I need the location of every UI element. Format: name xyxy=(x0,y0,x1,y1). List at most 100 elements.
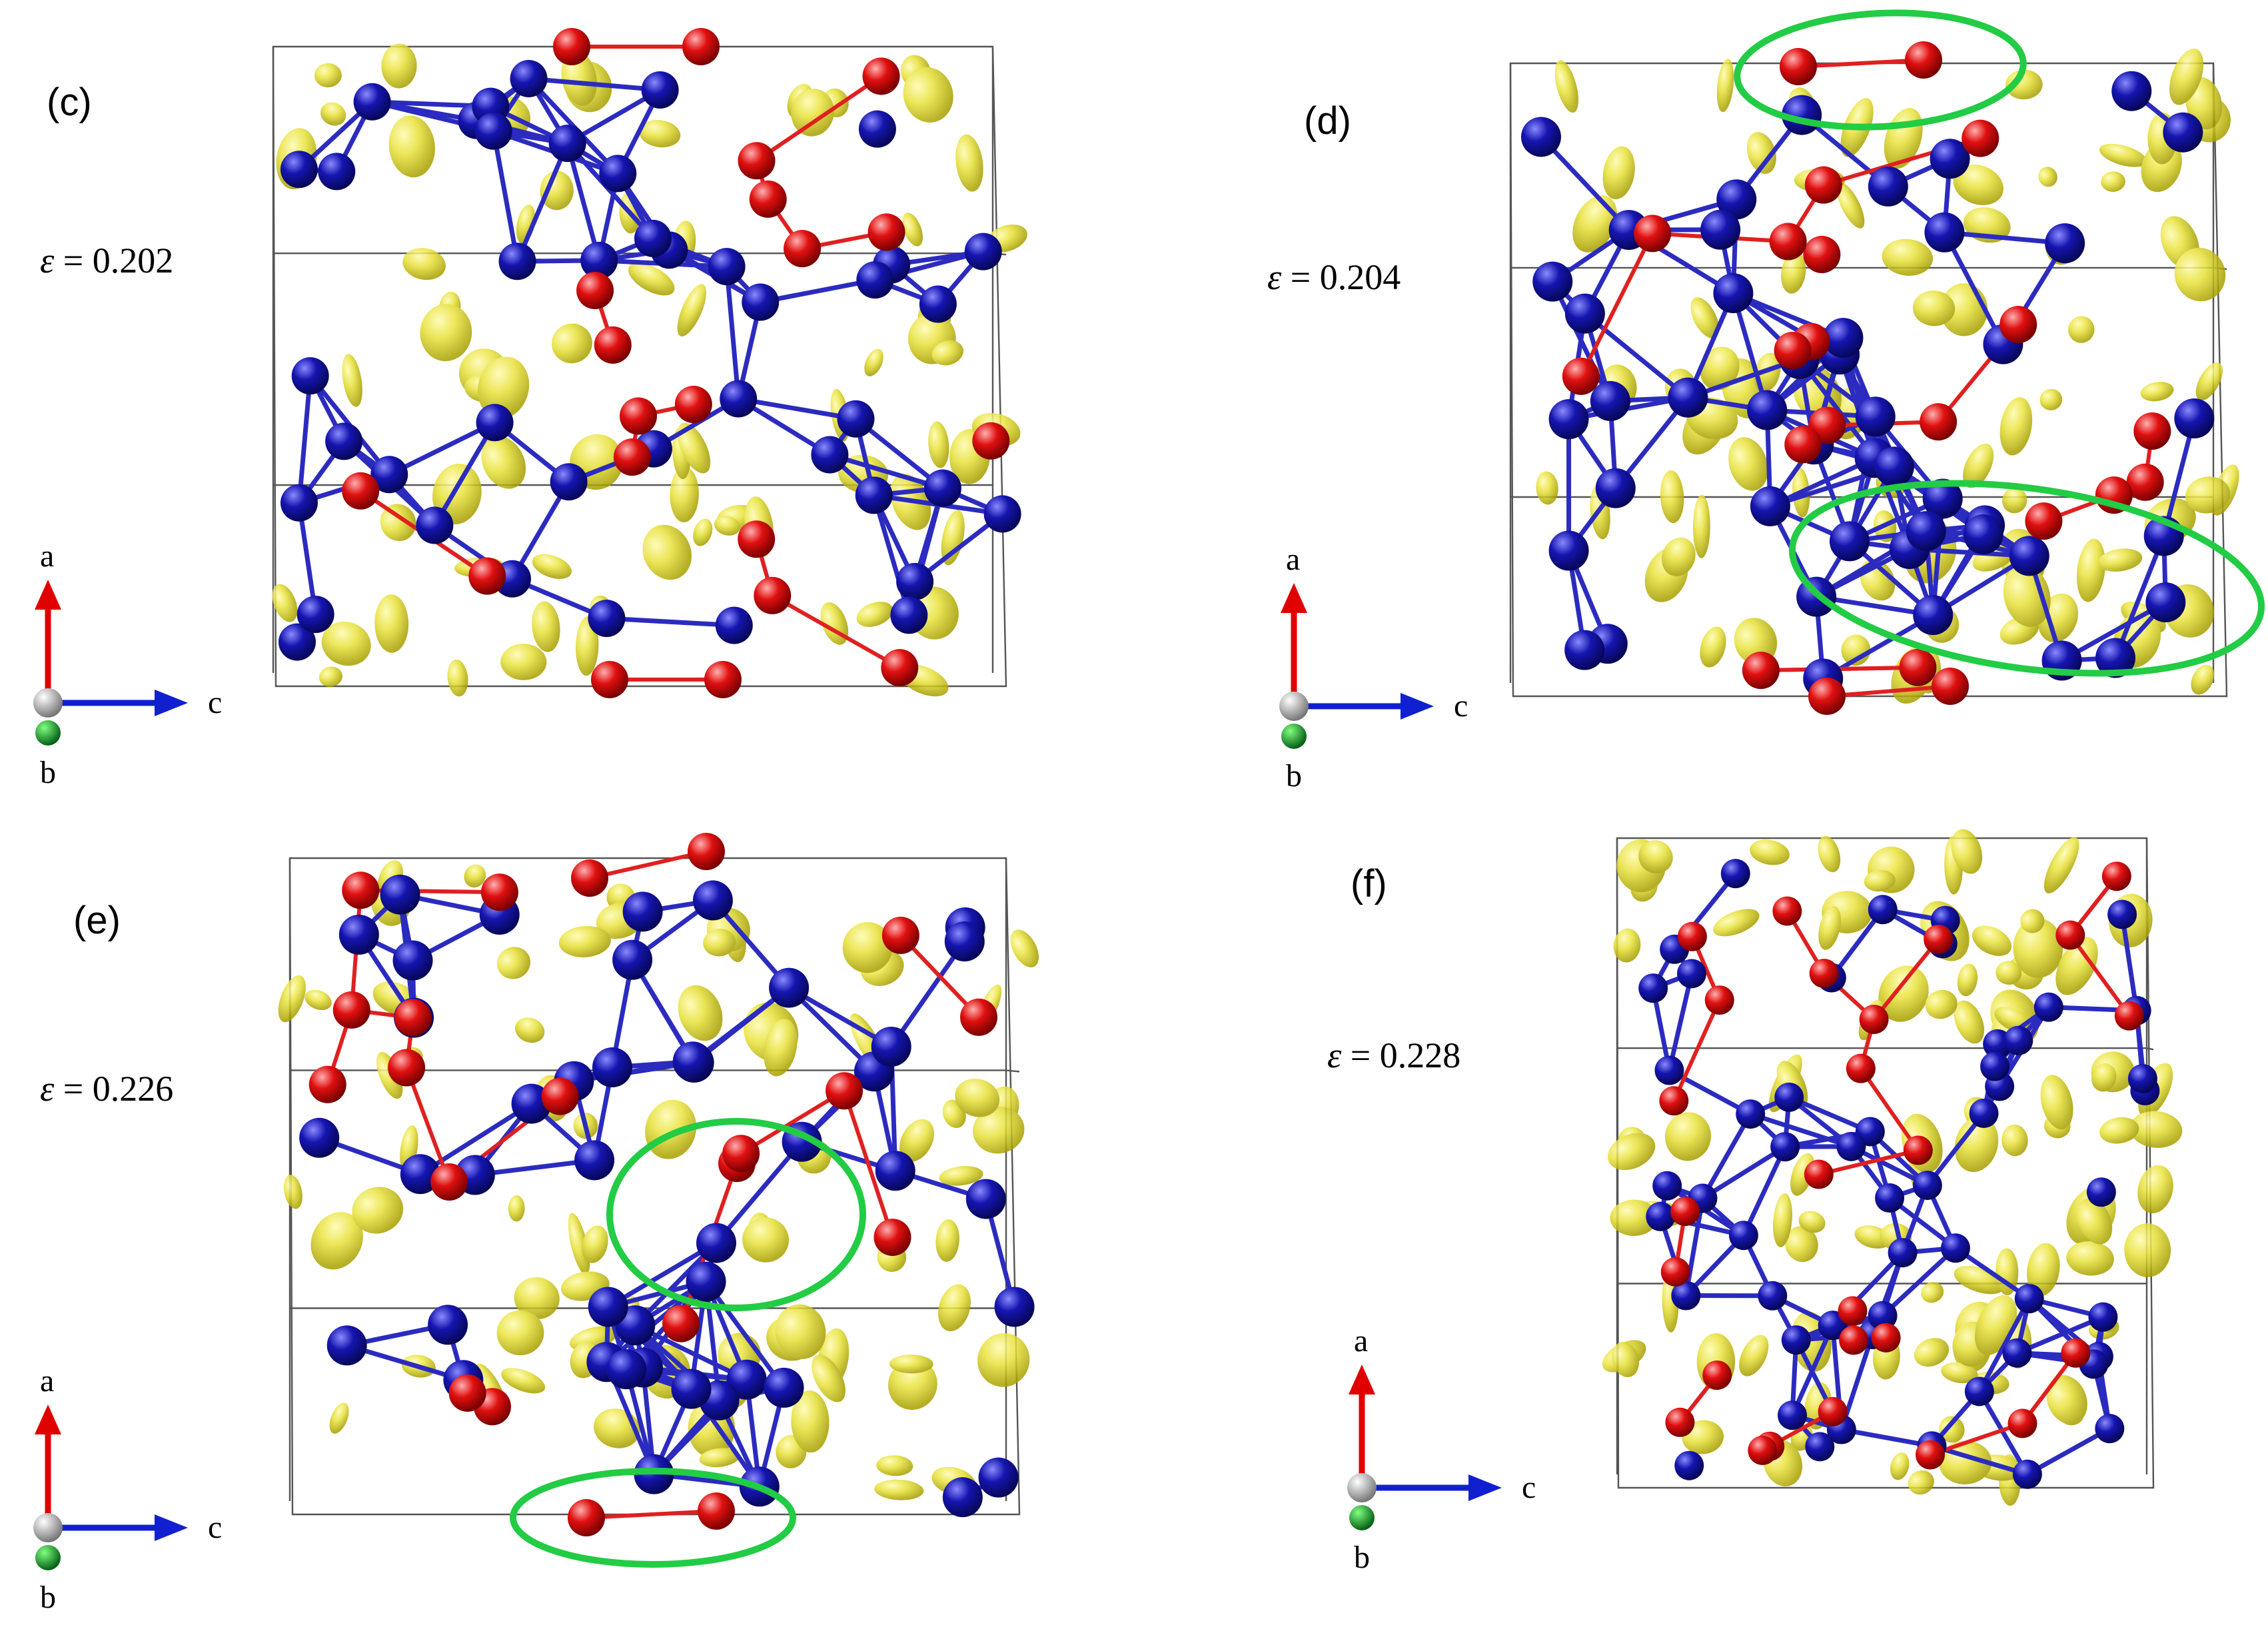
isosurface-lobe xyxy=(2066,1241,2114,1276)
isosurface-lobe xyxy=(464,864,486,888)
atom-blue xyxy=(1906,511,1946,552)
atom-blue xyxy=(1924,212,1965,253)
bond xyxy=(1700,1144,1788,1201)
isosurface-lobe xyxy=(1972,925,2012,956)
cell-outline-c xyxy=(272,45,1007,688)
strain-number-f: = 0.228 xyxy=(1341,1035,1461,1075)
bond xyxy=(1953,1245,2032,1301)
axis-a-arrowhead xyxy=(35,580,61,610)
axis-a-arrowhead xyxy=(35,1404,61,1434)
isosurface-lobe xyxy=(1951,829,1983,874)
atom-blue xyxy=(2127,1064,2157,1094)
atom-red xyxy=(1871,1323,1901,1353)
bond xyxy=(296,373,313,506)
atom-blue xyxy=(1646,1201,1676,1231)
atom-red xyxy=(468,557,506,595)
isosurface-lobe xyxy=(320,102,346,126)
atom-blue xyxy=(875,1151,915,1191)
atom-blue xyxy=(1875,1183,1905,1213)
atom-blue xyxy=(2174,398,2215,439)
atom-red xyxy=(480,873,518,911)
atom-red xyxy=(662,1305,700,1343)
atom-blue xyxy=(416,506,454,544)
atom-red xyxy=(1659,1086,1689,1116)
atom-red xyxy=(1670,1197,1700,1227)
isosurface-lobe xyxy=(775,1304,826,1359)
bond xyxy=(898,933,981,1019)
atom-blue xyxy=(400,1154,440,1195)
bond xyxy=(571,1059,696,1084)
isosurface-lobe xyxy=(742,1217,789,1263)
isosurface-lobe xyxy=(1941,1362,1978,1384)
isosurface-lobe xyxy=(2129,1111,2183,1148)
isosurface-lobe xyxy=(791,1390,830,1453)
atom-blue xyxy=(1777,1400,1807,1430)
isosurface-lobe xyxy=(1798,1211,1826,1233)
atom-red xyxy=(1748,1435,1778,1465)
atom-red xyxy=(1804,1159,1834,1189)
atom-red xyxy=(1905,41,1942,79)
isosurface-lobe xyxy=(1864,869,1896,892)
atom-blue xyxy=(1532,261,1573,302)
atom-red xyxy=(1774,332,1812,370)
isosurface-lobe xyxy=(283,1175,302,1209)
atom-blue xyxy=(588,1287,628,1327)
atom-red xyxy=(576,272,614,310)
atom-blue xyxy=(1548,399,1589,440)
atom-blue xyxy=(291,357,329,395)
isosurface-lobe xyxy=(642,524,692,580)
atom-red xyxy=(1772,896,1802,926)
atom-blue xyxy=(1774,1082,1804,1112)
isosurface-lobe xyxy=(639,120,681,148)
atom-blue xyxy=(871,1026,911,1067)
atom-blue xyxy=(1829,521,1870,562)
bond xyxy=(827,452,945,491)
isosurface-lobe xyxy=(2169,48,2204,105)
atom-blue xyxy=(978,1457,1019,1498)
atom-red xyxy=(1634,215,1672,253)
atom-red xyxy=(1903,1135,1933,1165)
isosurface-lobe xyxy=(973,1107,1025,1154)
bond xyxy=(736,396,858,422)
atom-blue xyxy=(612,939,653,980)
atom-blue xyxy=(1805,1432,1835,1462)
atom-blue xyxy=(965,1179,1006,1219)
bond xyxy=(1578,231,1655,378)
bond xyxy=(2113,533,2167,660)
bond xyxy=(2014,1315,2105,1356)
bond xyxy=(604,616,737,628)
isosurface-lobe xyxy=(1925,989,1958,1019)
isosurface-lobe xyxy=(1716,59,1734,113)
bond xyxy=(2161,416,2197,538)
atom-blue xyxy=(326,1325,367,1366)
atom-red xyxy=(1804,166,1842,204)
atom-red xyxy=(1809,958,1839,988)
isosurface-lobe xyxy=(937,1284,971,1332)
isosurface-lobe xyxy=(497,947,531,979)
atom-red xyxy=(1846,1053,1876,1083)
bond xyxy=(606,1241,719,1310)
atom-red xyxy=(1924,924,1954,954)
atom-red xyxy=(342,871,380,909)
isosurface-lobe xyxy=(670,466,699,523)
atom-blue xyxy=(2095,1414,2125,1444)
atom-red xyxy=(1899,648,1937,686)
strain-symbol-e: ε xyxy=(40,1069,55,1109)
axis-b-tip xyxy=(1349,1505,1375,1530)
atom-blue xyxy=(1980,1051,2010,1081)
axis-c-label: c xyxy=(208,1510,222,1545)
atom-blue xyxy=(2086,1177,2116,1207)
bond xyxy=(1942,230,2005,347)
atom-red xyxy=(1677,921,1707,951)
isosurface-lobe xyxy=(2174,247,2226,302)
isosurface-lobe xyxy=(1750,839,1790,865)
bond xyxy=(758,277,877,304)
panel-label-e: (e) xyxy=(73,899,121,942)
atom-blue xyxy=(622,891,663,932)
strain-symbol-c: ε xyxy=(40,241,55,280)
atom-blue xyxy=(318,153,356,191)
atom-blue xyxy=(1868,1301,1898,1331)
atom-blue xyxy=(498,243,536,280)
